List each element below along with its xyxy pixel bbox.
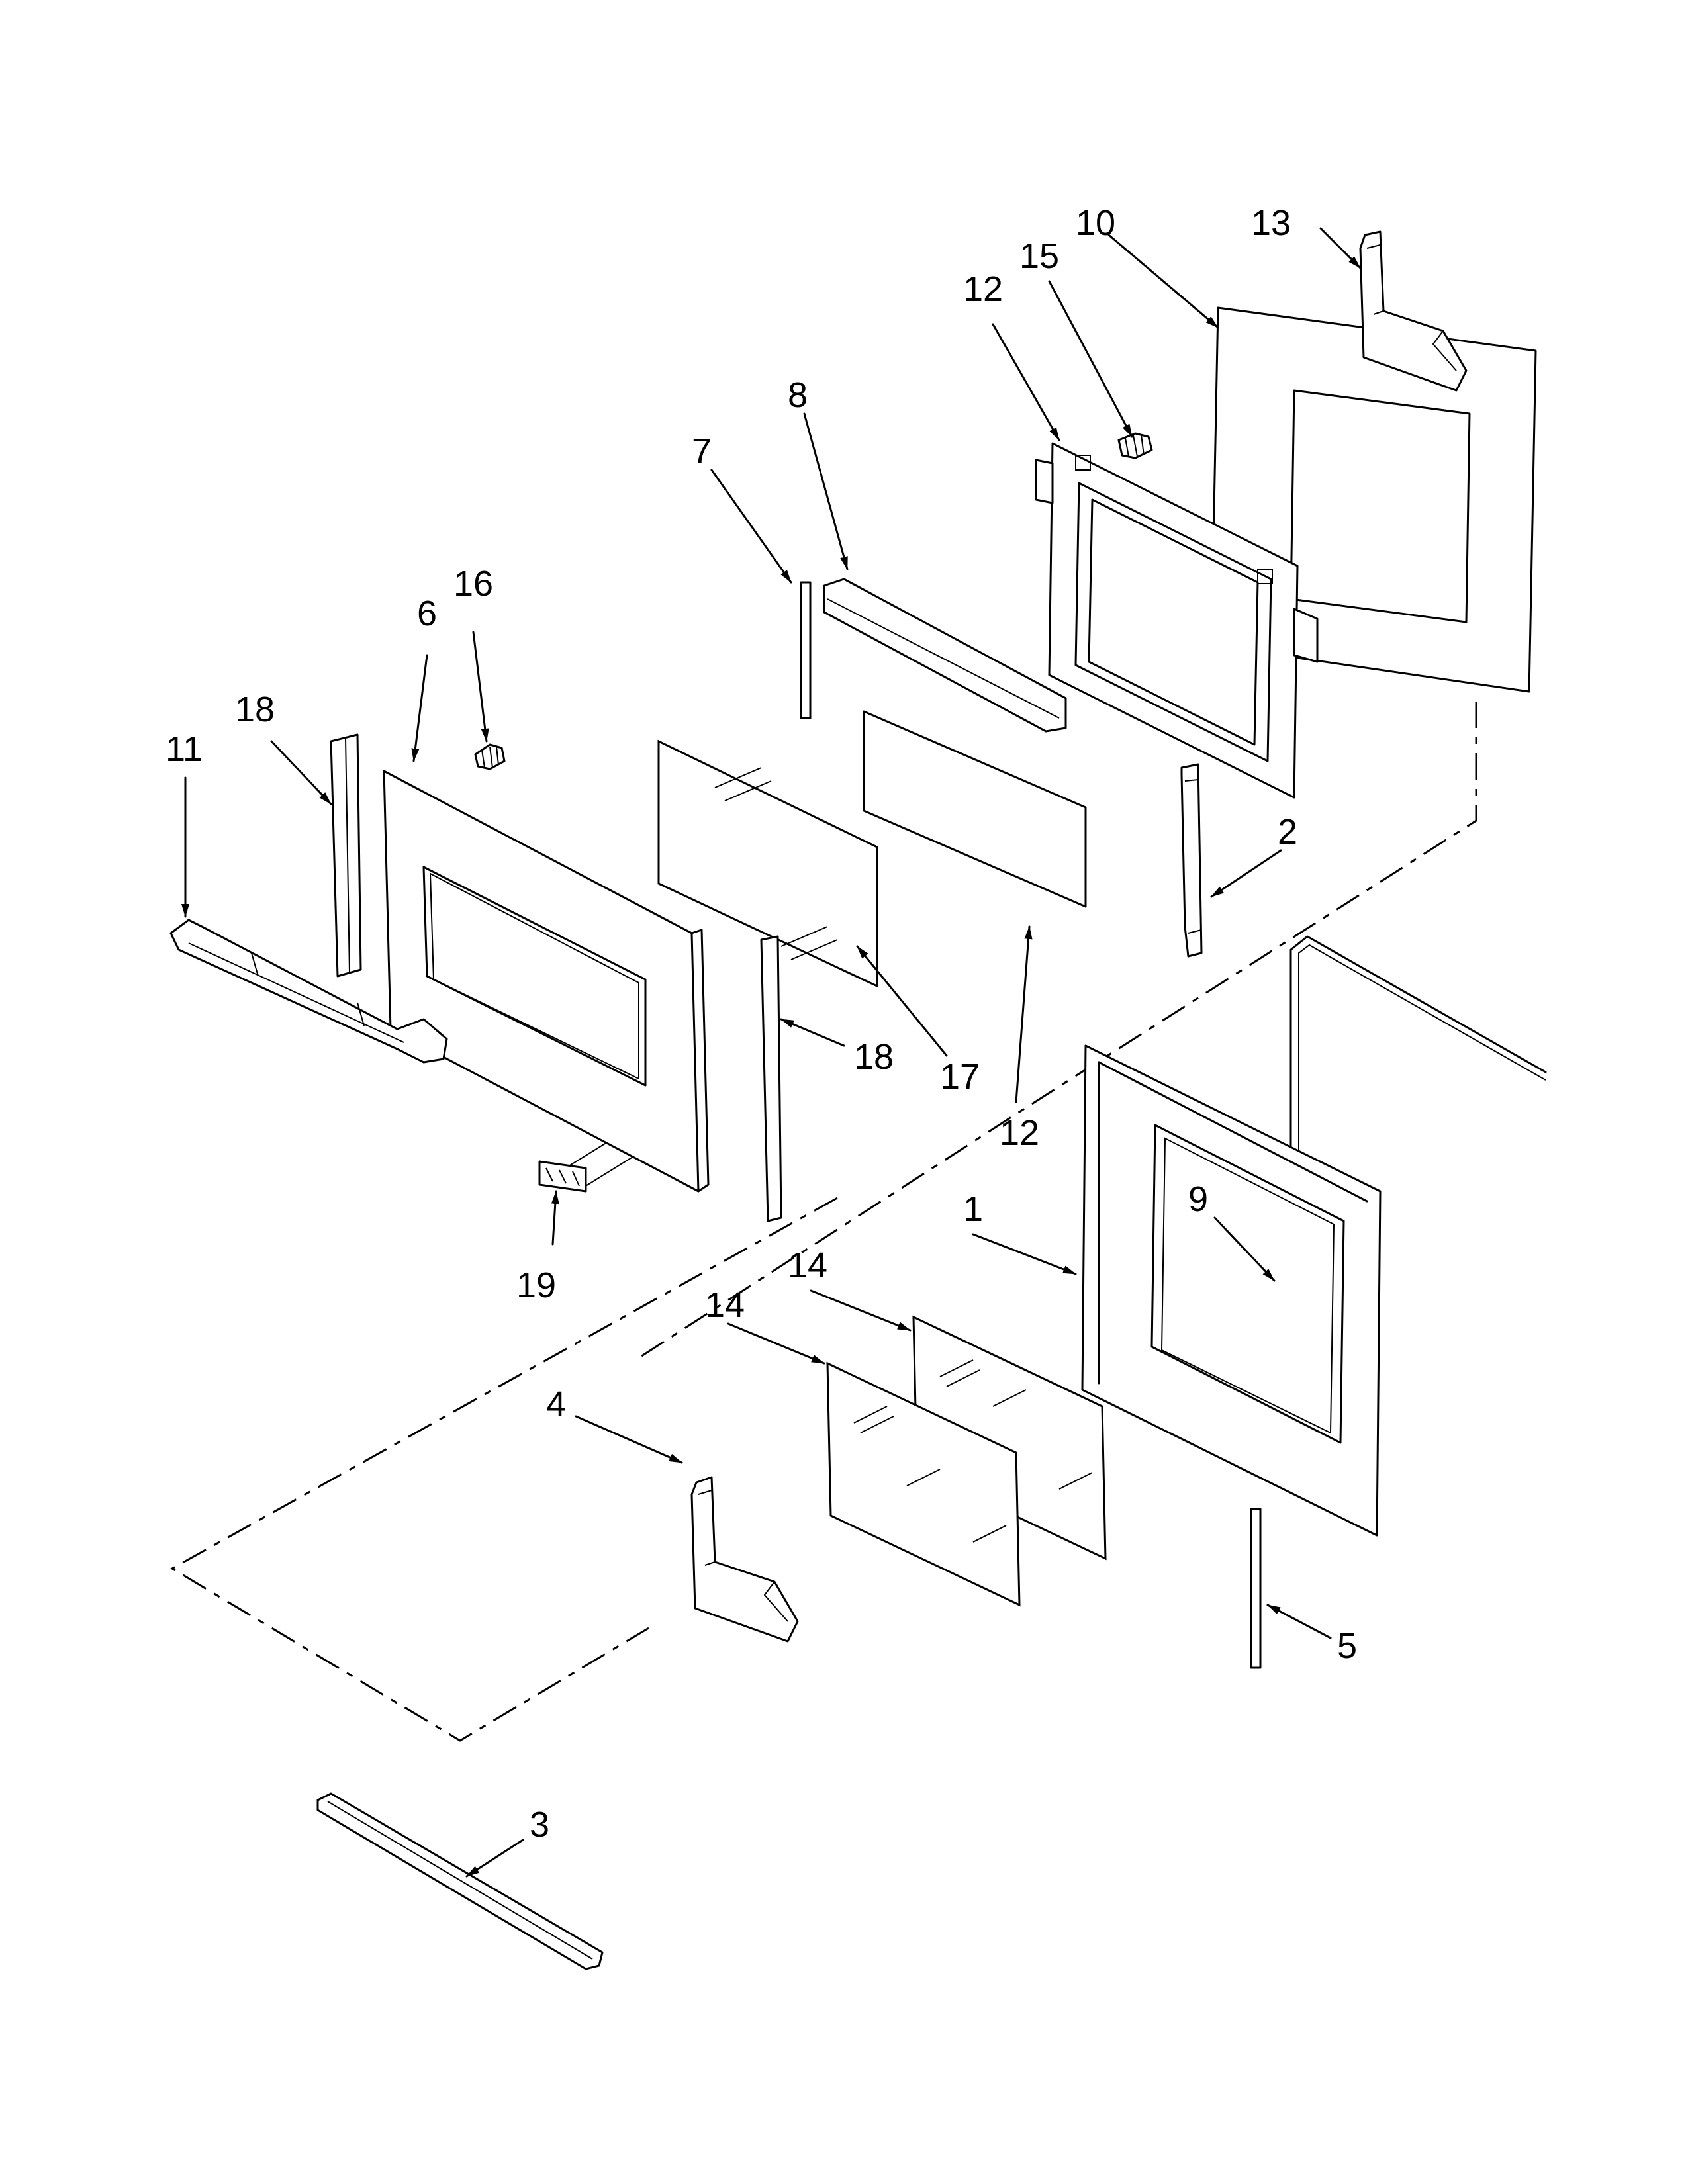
part-9-gasket [1289,935,1547,1186]
callout-18-right: 18 [854,1037,894,1077]
callout-19: 19 [516,1265,556,1305]
part-18-side-trim-left [330,733,362,978]
part-12-insulation-panel [863,710,1087,908]
callout-12-lower: 12 [1000,1113,1039,1153]
callout-18-left: 18 [235,690,275,729]
part-11-door-handle [169,919,448,1064]
part-1-inner-liner [1081,1044,1382,1537]
callout-12-upper: 12 [963,269,1003,309]
part-16-screw [474,743,506,770]
callout-15: 15 [1019,236,1059,276]
part-8-top-channel [823,578,1067,733]
part-17-middle-glass [657,739,878,988]
callout-1: 1 [963,1189,983,1229]
callout-7: 7 [692,432,712,471]
callout-11: 11 [165,729,203,769]
callout-17: 17 [940,1057,980,1097]
callout-2: 2 [1278,812,1297,852]
callout-3: 3 [530,1805,549,1844]
part-5-vertical-strip [1250,1508,1262,1669]
callout-13: 13 [1251,203,1291,243]
part-13-hinge-bracket [1359,230,1468,392]
part-4-hinge-bracket [690,1476,799,1643]
callout-14-lower: 14 [705,1285,745,1325]
part-19-plate [538,1160,587,1193]
callout-5: 5 [1337,1626,1357,1666]
leader-arrows [181,227,1362,1878]
part-15-screw [1117,432,1153,459]
callout-16: 16 [453,564,493,604]
callout-8: 8 [788,375,808,415]
callout-4: 4 [546,1385,566,1424]
callout-labels: 1 2 3 4 5 6 7 8 9 10 11 12 12 13 14 14 1… [165,203,1357,1844]
callout-9: 9 [1188,1179,1208,1219]
part-18-side-trim-right [760,935,782,1222]
part-7-vertical-strip [800,581,812,719]
part-3-bottom-trim [316,1792,604,1970]
callout-6: 6 [417,594,437,633]
callout-14-upper: 14 [788,1246,827,1285]
part-14-glass-front [826,1361,1021,1607]
part-6-outer-door [383,770,710,1193]
part-12-inner-door-frame [1035,442,1319,799]
part-2-hinge [1180,763,1203,958]
callout-10: 10 [1076,203,1115,243]
